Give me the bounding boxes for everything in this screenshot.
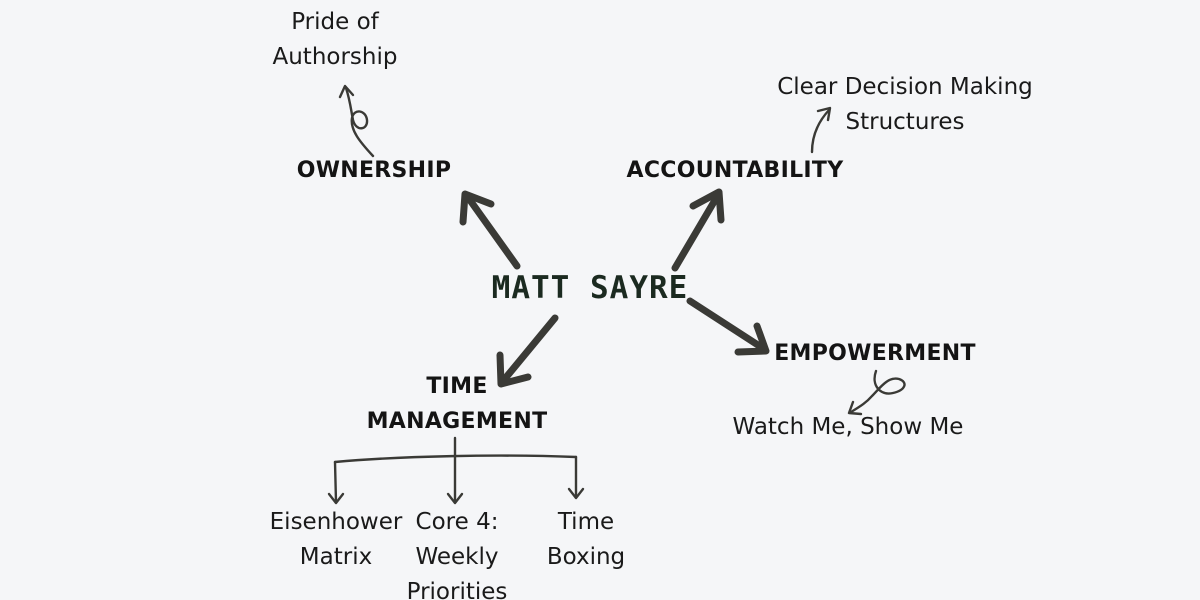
branch-ownership: OWNERSHIP: [284, 153, 464, 188]
center-node: MATT SAYRE: [490, 268, 690, 308]
ownership-detail-line: Pride of: [291, 9, 379, 35]
arrow-to-clear-decision-making: [810, 106, 832, 154]
ownership-detail: Pride of Authorship: [255, 5, 415, 75]
child-line: Eisenhower: [269, 509, 403, 535]
empowerment-detail: Watch Me, Show Me: [718, 410, 978, 445]
time-management-child-eisenhower: Eisenhower Matrix: [260, 505, 412, 575]
arrow-to-empowerment: [686, 297, 770, 356]
child-line: Weekly: [415, 544, 499, 570]
branch-accountability: ACCOUNTABILITY: [615, 153, 855, 188]
child-line: Priorities: [406, 579, 508, 600]
accountability-label: ACCOUNTABILITY: [626, 158, 844, 183]
accountability-detail: Clear Decision Making Structures: [760, 70, 1050, 140]
ownership-label: OWNERSHIP: [296, 158, 452, 183]
branch-time-management: TIME MANAGEMENT: [350, 369, 564, 439]
arrow-to-time-management: [496, 314, 559, 388]
time-management-child-time-boxing: Time Boxing: [531, 505, 641, 575]
empowerment-detail-line: Watch Me, Show Me: [732, 414, 964, 440]
child-line: Time: [557, 509, 615, 535]
time-management-bracket: [327, 436, 585, 505]
accountability-detail-line: Clear Decision Making: [777, 74, 1033, 100]
ownership-detail-line: Authorship: [272, 44, 398, 70]
accountability-detail-line: Structures: [845, 109, 965, 135]
child-line: Core 4:: [415, 509, 499, 535]
empowerment-label: EMPOWERMENT: [774, 341, 976, 366]
arrow-to-watch-me-show-me: [847, 369, 906, 416]
arrow-to-pride-of-authorship: [338, 84, 375, 158]
child-line: Boxing: [546, 544, 626, 570]
arrow-to-accountability: [671, 188, 725, 272]
child-line: Matrix: [299, 544, 373, 570]
time-management-label-line: MANAGEMENT: [366, 409, 548, 434]
time-management-child-core-4: Core 4: Weekly Priorities: [397, 505, 517, 600]
time-management-label-line: TIME: [426, 374, 488, 399]
center-label: MATT SAYRE: [491, 270, 689, 306]
branch-empowerment: EMPOWERMENT: [765, 336, 985, 371]
arrow-to-ownership: [459, 190, 521, 270]
